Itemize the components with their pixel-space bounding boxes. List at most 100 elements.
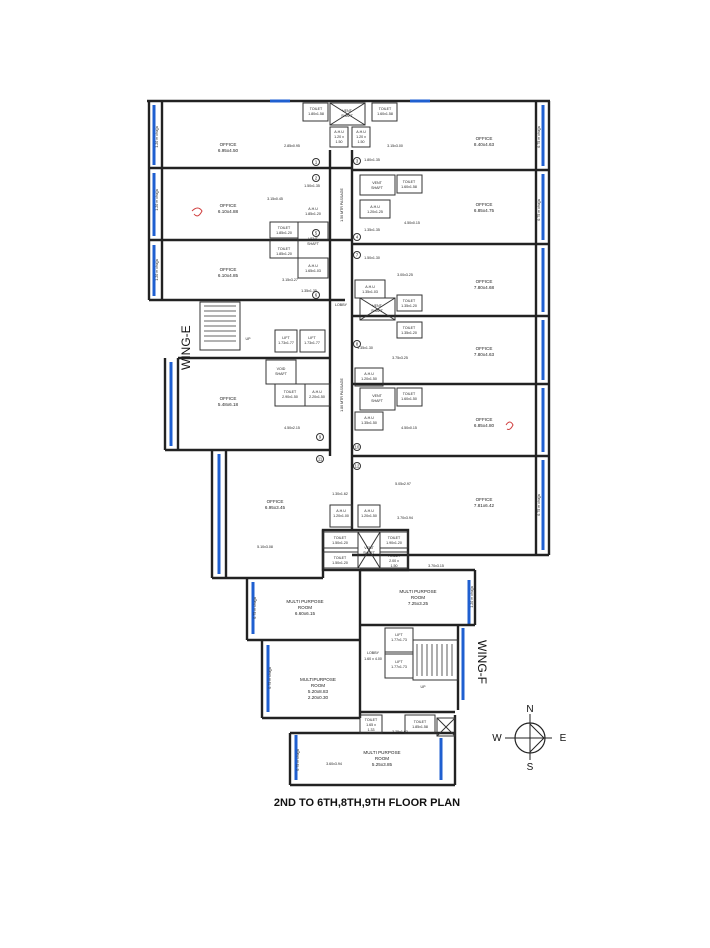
label-ahu-w3-1: A.H.U (308, 264, 318, 268)
marker-circle (353, 233, 361, 241)
label-office-ne3-2: 7.80x4.68 (474, 285, 495, 290)
dimension-labels: 2.85x0.95 3.15x3.00 1.80x1.35 1.50x1.35 … (257, 144, 444, 766)
marker-number: 6 (315, 293, 318, 298)
lobby-label: LOBBY (335, 303, 348, 307)
label-office-ne1-2: 8.40x4.63 (474, 142, 495, 147)
label-vent-e3-2: SHAFT (371, 309, 384, 313)
marker-number: 2 (315, 176, 318, 181)
window-strips (152, 99, 545, 780)
label-ahu-e4b-1: A.H.U (364, 416, 374, 420)
label-mpr-w2-2: ROOM (311, 683, 325, 688)
compass-w: W (492, 733, 502, 744)
dim-label: 3.15x3.27 (282, 278, 298, 282)
dim-label: 3.15x3.00 (387, 144, 403, 148)
label-toilet-c3-2: 1.90x1.20 (386, 541, 402, 545)
marker-circle (353, 251, 361, 259)
marker-circle (312, 158, 320, 166)
label-ahu-e4-1: A.H.U (364, 372, 374, 376)
label-office-ne1-1: OFFICE (476, 136, 493, 141)
marker-circle (316, 455, 324, 463)
label-ahu-top-l-1: A.H.U (334, 130, 344, 134)
label-mpr-w1-2: ROOM (298, 605, 312, 610)
chajja-label: 0.75 m chajja (268, 667, 272, 688)
label-toilet-f2-2: 1.85x1.58 (412, 725, 428, 729)
chajja-label: 1.20 m chajja (155, 259, 159, 280)
label-vent-e2-2: SHAFT (371, 186, 384, 190)
passage-label-upper: 1.50 MTR PASSAGE (340, 188, 344, 222)
label-office-nw3-1: OFFICE (220, 267, 237, 272)
label-lift-f2-2: 1.77x1.73 (391, 665, 407, 669)
label-toilet-f1-1: TOILET (365, 718, 378, 722)
label-toilet-c1-1: TOILET (334, 536, 347, 540)
label-ahu-w4-2: 2.20x1.50 (309, 395, 325, 399)
marker-number: 7 (356, 253, 359, 258)
dim-label: 1.35x1.35 (301, 289, 317, 293)
label-toilet-top-l-1: TOILET (310, 107, 323, 111)
compass: N S E W (492, 704, 566, 773)
passage-label-lower: 1.80 MTR PASSAGE (340, 378, 344, 412)
label-void-1: VOID (277, 367, 286, 371)
dim-label: 5.10x3.08 (257, 545, 273, 549)
label-toilet-top-r-2: 1.60x1.58 (377, 112, 393, 116)
label-office-ne4-1: OFFICE (476, 346, 493, 351)
label-office-e5-2: 7.81x6.42 (474, 503, 495, 508)
label-toilet-c4-2: 2.00 x (389, 559, 399, 563)
up-label-e: UP (246, 337, 252, 341)
dim-label: 1.60 x 4.00 (364, 657, 382, 661)
label-toilet-c4-1: TOILET (388, 554, 401, 558)
label-ahu-e4-2: 1.20x1.50 (361, 377, 377, 381)
label-office-ne2-2: 6.85x4.75 (474, 208, 495, 213)
red-annotations (191, 207, 514, 430)
label-ahu-top-l-3: 1.50 (336, 140, 343, 144)
label-toilet-e3b-1: TOILET (403, 326, 416, 330)
wing-f-label: WING-F (475, 640, 489, 684)
marker-number: 12 (355, 464, 360, 469)
label-office-e5-1: OFFICE (476, 497, 493, 502)
lobby-f-label: LOBBY (367, 651, 380, 655)
label-toilet-e3a-2: 1.35x1.20 (401, 304, 417, 308)
label-mpr-e1-2: ROOM (411, 595, 425, 600)
label-lift-f2-1: LIFT (395, 660, 403, 664)
label-toilet-e4-2: 1.60x1.50 (401, 397, 417, 401)
label-ahu-e3-2: 1.35x1.03 (362, 290, 378, 294)
label-ahu-w2-1: A.H.U (308, 207, 318, 211)
label-toilet-f2-1: TOILET (414, 720, 427, 724)
marker-number: 9 (319, 435, 322, 440)
label-mpr-w2-4: 2.20x0.30 (308, 695, 329, 700)
label-lift-e1-2: 1.73x1.77 (278, 341, 294, 345)
chajja-label: 1.20 m chajja (470, 586, 474, 607)
label-mpr-w1-1: MULTI PURPOSE (286, 599, 323, 604)
label-mpr-e1-1: MULTI PURPOSE (399, 589, 436, 594)
label-toilet-top-r-1: TOILET (379, 107, 392, 111)
label-office-nw2-2: 6.10x4.88 (218, 209, 239, 214)
chajja-label: 0.75 m chajja (537, 199, 541, 220)
marker-circle (353, 340, 361, 348)
label-office-w5-2: 6.95x3.45 (265, 505, 286, 510)
label-toilet-e2-2: 1.60x1.58 (401, 185, 417, 189)
label-office-nw1-2: 6.95x4.50 (218, 148, 239, 153)
label-office-w5-1: OFFICE (267, 499, 284, 504)
label-toilet-w2-1: TOILET (278, 226, 291, 230)
dim-label: 5.05x2.97 (395, 482, 411, 486)
core-rooms (265, 102, 436, 734)
dim-label: 4.50x0.15 (401, 426, 417, 430)
dim-label: 1.35x1.30 (357, 346, 373, 350)
dim-label: 3.75x3.25 (392, 356, 408, 360)
label-toilet-w2-2: 1.85x1.20 (276, 231, 292, 235)
marker-circle (312, 174, 320, 182)
marker-number: 3 (356, 159, 359, 164)
dim-label: 3.60x3.94 (326, 762, 342, 766)
red-mark (191, 207, 203, 217)
label-office-w4-2: 5.48x6.18 (218, 402, 239, 407)
label-office-nw2-1: OFFICE (220, 203, 237, 208)
compass-n: N (526, 704, 533, 715)
chajja-labels: 1.20 m chajja 1.20 m chajja 1.20 m chajj… (155, 126, 541, 770)
number-markers: 1 2 3 4 5 6 7 8 9 10 11 12 (312, 157, 361, 470)
label-mpr-s-2: ROOM (375, 756, 389, 761)
plan-title: 2ND TO 6TH,8TH,9TH FLOOR PLAN (274, 797, 460, 809)
label-lift-f1-1: LIFT (395, 633, 403, 637)
chajja-label: 0.75 m chajja (537, 126, 541, 147)
label-toilet-e2-1: TOILET (403, 180, 416, 184)
stairs (204, 305, 453, 676)
label-vent-c-1: VENT (364, 546, 374, 550)
